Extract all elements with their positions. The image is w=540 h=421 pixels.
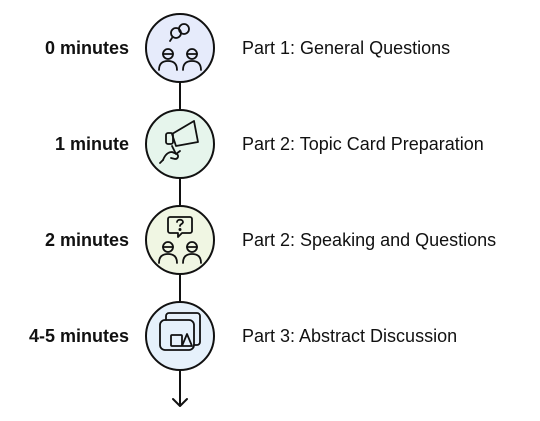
- people-chatting-icon: [158, 23, 202, 71]
- question-speakers-icon: [158, 216, 202, 264]
- timeline-node-2: [145, 109, 215, 179]
- step-time: 2 minutes: [44, 230, 129, 250]
- megaphone-hand-icon: [159, 120, 199, 164]
- timeline-node-1: [145, 13, 215, 83]
- timeline-node-3: [145, 205, 215, 275]
- step-time: 1 minute: [54, 134, 129, 154]
- step-label: Part 2: Speaking and Questions: [242, 230, 497, 250]
- step-label: Part 3: Abstract Discussion: [242, 326, 458, 346]
- step-label: Part 1: General Questions: [242, 38, 451, 58]
- step-time: 4-5 minutes: [28, 326, 129, 346]
- step-time: 0 minutes: [44, 38, 129, 58]
- timeline-end-arrow: [172, 398, 188, 407]
- timeline-node-4: [145, 301, 215, 371]
- abstract-shapes-icon: [159, 312, 201, 351]
- step-label: Part 2: Topic Card Preparation: [242, 134, 484, 154]
